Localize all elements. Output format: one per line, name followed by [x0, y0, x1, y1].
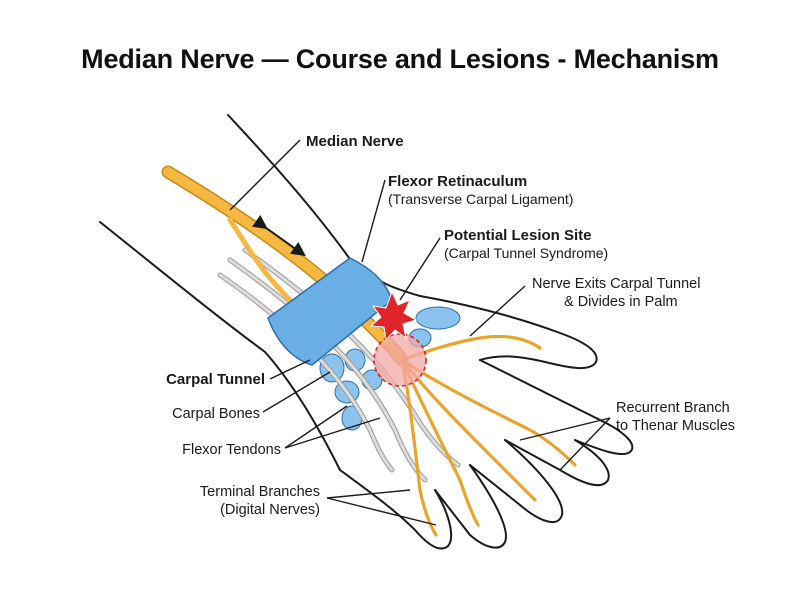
leader-terminal-1	[326, 489, 411, 499]
wrist-lower-edge	[264, 351, 341, 471]
leader-carpal-bones	[262, 371, 331, 413]
flexor-retinaculum-band	[267, 257, 393, 366]
leader-flexor-tendon-1	[284, 405, 348, 449]
leader-flexor-retinaculum	[361, 179, 386, 263]
middle-finger	[469, 439, 564, 524]
double-arrow-icon	[251, 214, 306, 257]
leader-recurrent-1	[519, 417, 611, 441]
carpal-bone	[319, 353, 345, 383]
forearm-upper-edge	[227, 114, 353, 263]
leader-carpal-tunnel	[269, 359, 311, 380]
flexor-tendon	[228, 258, 427, 482]
label-terminal-2: (Digital Nerves)	[220, 502, 320, 518]
label-flexor-retinaculum: Flexor Retinaculum	[388, 173, 527, 190]
leader-lesion-site	[399, 237, 441, 301]
label-lesion-site: Potential Lesion Site	[444, 227, 592, 244]
digital-nerve	[400, 358, 480, 527]
median-nerve-branch	[227, 217, 293, 303]
label-flexor-tendons: Flexor Tendons	[182, 442, 281, 458]
thumb-outline	[351, 261, 598, 369]
palm-upper-edge	[479, 359, 634, 456]
page-title: Median Nerve — Course and Lesions - Mech…	[81, 44, 719, 74]
label-terminal-1: Terminal Branches	[200, 484, 320, 500]
leader-lines	[229, 139, 611, 526]
label-nerve-exits-2: & Divides in Palm	[564, 294, 678, 310]
flexor-tendon	[218, 273, 394, 472]
forearm-lower-edge	[99, 221, 266, 353]
digital-nerve	[400, 358, 537, 502]
index-finger	[504, 439, 610, 487]
carpal-bones	[319, 306, 461, 431]
label-nerve-exits-1: Nerve Exits Carpal Tunnel	[532, 276, 700, 292]
label-recurrent-1: Recurrent Branch	[616, 400, 730, 416]
leader-flexor-tendon-2	[284, 417, 381, 449]
digital-nerve	[400, 358, 577, 467]
label-carpal-tunnel: Carpal Tunnel	[166, 371, 265, 388]
digital-nerve	[400, 358, 438, 537]
little-finger	[339, 469, 453, 550]
label-recurrent-2: to Thenar Muscles	[616, 418, 735, 434]
label-lesion-site-sub: (Carpal Tunnel Syndrome)	[444, 245, 608, 261]
hand-outline	[99, 114, 634, 550]
label-flexor-retinaculum-sub: (Transverse Carpal Ligament)	[388, 191, 573, 207]
label-median-nerve: Median Nerve	[306, 133, 404, 150]
leader-nerve-exits	[469, 285, 526, 337]
leader-recurrent-2	[559, 417, 611, 471]
leader-terminal-2	[326, 497, 437, 526]
ring-finger	[434, 464, 507, 549]
label-carpal-bones: Carpal Bones	[172, 406, 260, 422]
leader-median-nerve	[229, 139, 301, 211]
carpal-bone	[415, 306, 461, 330]
lesion-star-icon	[369, 290, 418, 342]
carpal-tunnel-zone	[373, 333, 427, 387]
